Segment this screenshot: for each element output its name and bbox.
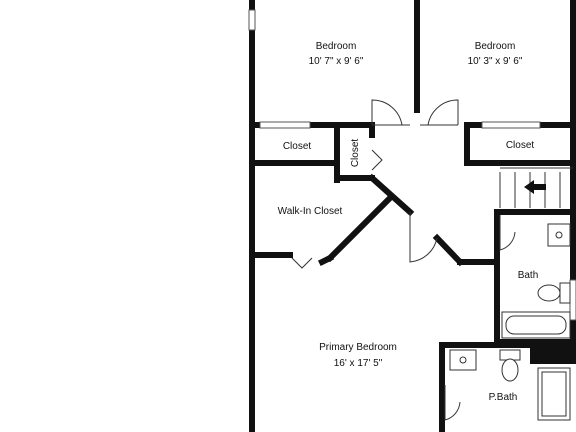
bathtub-icon	[501, 311, 571, 339]
closet-right-name: Closet	[506, 140, 535, 151]
bedroom-right-name: Bedroom	[475, 41, 516, 52]
walls	[249, 0, 576, 432]
primary-bedroom-dims: 16' x 17' 5"	[334, 358, 383, 369]
pbath-fixtures	[449, 349, 571, 421]
bedroom-left-name: Bedroom	[316, 41, 357, 52]
shower-icon	[537, 367, 571, 421]
walk-in-closet-name: Walk-In Closet	[278, 206, 343, 217]
p-bath-name: P.Bath	[489, 392, 518, 403]
toilet-icon	[499, 349, 521, 382]
bedroom-left-dims: 10' 7" x 9' 6"	[309, 56, 364, 67]
stairs	[499, 167, 573, 208]
closet-center-name: Closet	[350, 139, 361, 168]
closet-left-name: Closet	[283, 141, 312, 152]
stair-arrow-icon	[524, 180, 546, 194]
door-swing-icon	[291, 99, 516, 421]
bath-name: Bath	[518, 270, 539, 281]
bath-fixtures	[501, 223, 571, 339]
toilet-icon	[537, 282, 571, 304]
primary-bedroom-name: Primary Bedroom	[319, 342, 397, 353]
bedroom-right-dims: 10' 3" x 9' 6"	[468, 56, 523, 67]
